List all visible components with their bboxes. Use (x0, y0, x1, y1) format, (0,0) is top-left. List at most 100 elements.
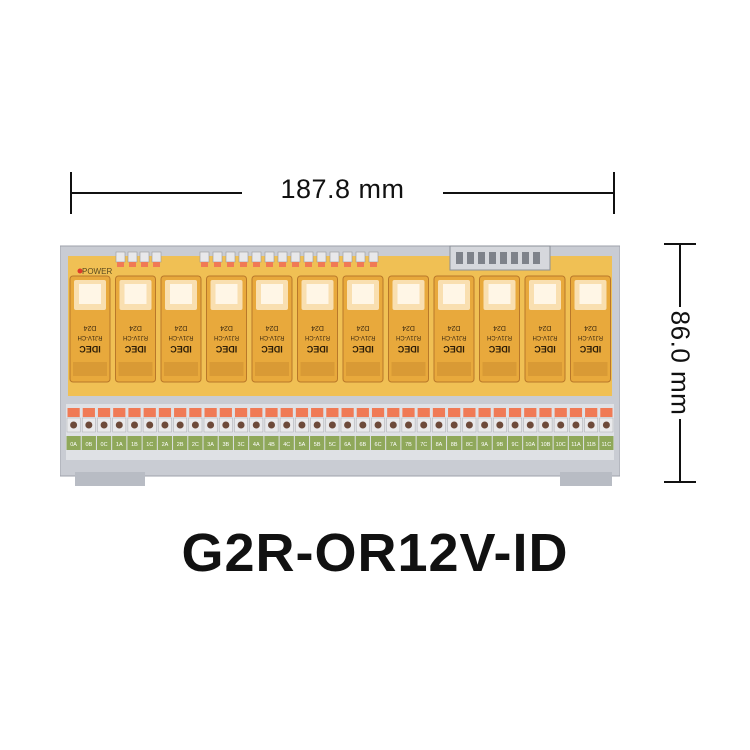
terminal-label-plate (447, 436, 462, 450)
terminal-label-plate (507, 436, 523, 450)
terminal: 9C (507, 408, 523, 450)
top-pin (303, 251, 314, 263)
relay-brand-text: IDEC (534, 344, 556, 354)
relay-voltage-text: D24 (83, 324, 96, 331)
circuit-board (68, 256, 612, 396)
terminal-lever (417, 408, 430, 417)
terminal-lever (295, 408, 309, 417)
terminal-label: 6C (375, 442, 382, 448)
top-pin (127, 251, 138, 263)
terminal-label: 0C (101, 442, 108, 448)
top-pin-lever (153, 262, 160, 267)
terminal: 7B (401, 408, 416, 450)
terminal-hole (328, 421, 336, 429)
terminal: 2B (173, 408, 188, 450)
terminal-label: 2A (162, 442, 169, 448)
relay-base (209, 362, 244, 376)
terminal-lever (326, 408, 339, 417)
terminal: 0A (66, 408, 81, 450)
relay-voltage-text: D24 (129, 324, 142, 331)
relay-brand-text: IDEC (488, 344, 510, 354)
top-pin-lever (266, 262, 273, 267)
terminal-label-plate (142, 436, 157, 450)
terminal: 6B (355, 408, 370, 450)
terminal-label: 7A (390, 442, 397, 448)
terminal-label: 5B (314, 442, 321, 448)
terminal-lever (448, 408, 461, 417)
relay-coil (306, 284, 329, 304)
relay-module-illustration: POWER D24RJ1V-CHIDECD24RJ1V-CHIDECD24RJ1… (60, 245, 620, 486)
width-dimension-right-line (443, 192, 613, 194)
terminal-lever (478, 408, 491, 417)
terminal-label: 9C (512, 442, 519, 448)
terminal: 7C (416, 408, 431, 450)
relay-voltage-text: D24 (493, 324, 506, 331)
relay-voltage-text: D24 (220, 324, 233, 331)
top-pin (115, 251, 126, 263)
terminal: 8B (447, 408, 462, 450)
terminal: 11B (584, 408, 599, 450)
connector-pin (511, 252, 518, 264)
terminal-label: 4B (268, 442, 275, 448)
terminal-label-plate (538, 436, 553, 450)
relay-brand-text: IDEC (306, 344, 328, 354)
relay-brand-text: IDEC (397, 344, 419, 354)
terminal-lever (280, 408, 293, 417)
terminal-lever (128, 408, 141, 417)
terminal-lever (524, 408, 537, 417)
relay-base (482, 362, 517, 376)
terminal-label-plate (325, 436, 340, 450)
top-pin-lever (201, 262, 208, 267)
width-dimension-label: 187.8 mm (280, 174, 405, 204)
terminal-lever (97, 408, 111, 417)
relay-brand-text: IDEC (443, 344, 465, 354)
relay-base (73, 362, 107, 376)
terminal-hole (374, 421, 382, 429)
terminal-hole (496, 421, 504, 429)
width-dimension-right-tick (613, 172, 615, 214)
terminal-label-plate (492, 436, 507, 450)
relay-coil (579, 284, 602, 304)
terminal: 6A (340, 408, 355, 450)
connector-pin (456, 252, 463, 264)
terminal: 9A (477, 408, 492, 450)
top-pin-lever (227, 262, 234, 267)
top-pin-lever (331, 262, 338, 267)
relay-base (164, 362, 198, 376)
terminal-lever (204, 408, 217, 417)
terminal: 4A (249, 408, 264, 450)
terminal-hole (176, 421, 184, 429)
terminal-label-plate (416, 436, 431, 450)
terminal-label-plate (340, 436, 355, 450)
terminal-lever (356, 408, 369, 417)
relay-model-text: RJ1V-CH (487, 334, 512, 340)
terminal-label: 7C (420, 442, 427, 448)
terminal-lever (250, 408, 263, 417)
terminal-label-plate (188, 436, 203, 450)
model-name: G2R-OR12V-ID (181, 523, 569, 583)
relay-voltage-text: D24 (584, 324, 597, 331)
relay-base (118, 362, 153, 376)
connector-pin (522, 252, 529, 264)
relay-base (437, 362, 471, 376)
terminal: 1A (112, 408, 127, 450)
power-led-icon (77, 268, 83, 274)
terminal-hole (511, 421, 519, 429)
top-pin (151, 251, 162, 263)
terminal-hole (587, 421, 595, 429)
terminal-lever (539, 408, 552, 417)
top-pin-lever (370, 262, 377, 267)
relay-coil (124, 284, 147, 304)
terminal-hole (313, 421, 321, 429)
terminal-label-plate (112, 436, 127, 450)
terminal-label-plate (310, 436, 325, 450)
top-pin-lever (357, 262, 364, 267)
terminal-label: 11A (571, 442, 581, 448)
top-pin (329, 251, 340, 263)
top-pin (264, 251, 275, 263)
terminal-label: 2B (177, 442, 184, 448)
terminal: 3A (203, 408, 218, 450)
